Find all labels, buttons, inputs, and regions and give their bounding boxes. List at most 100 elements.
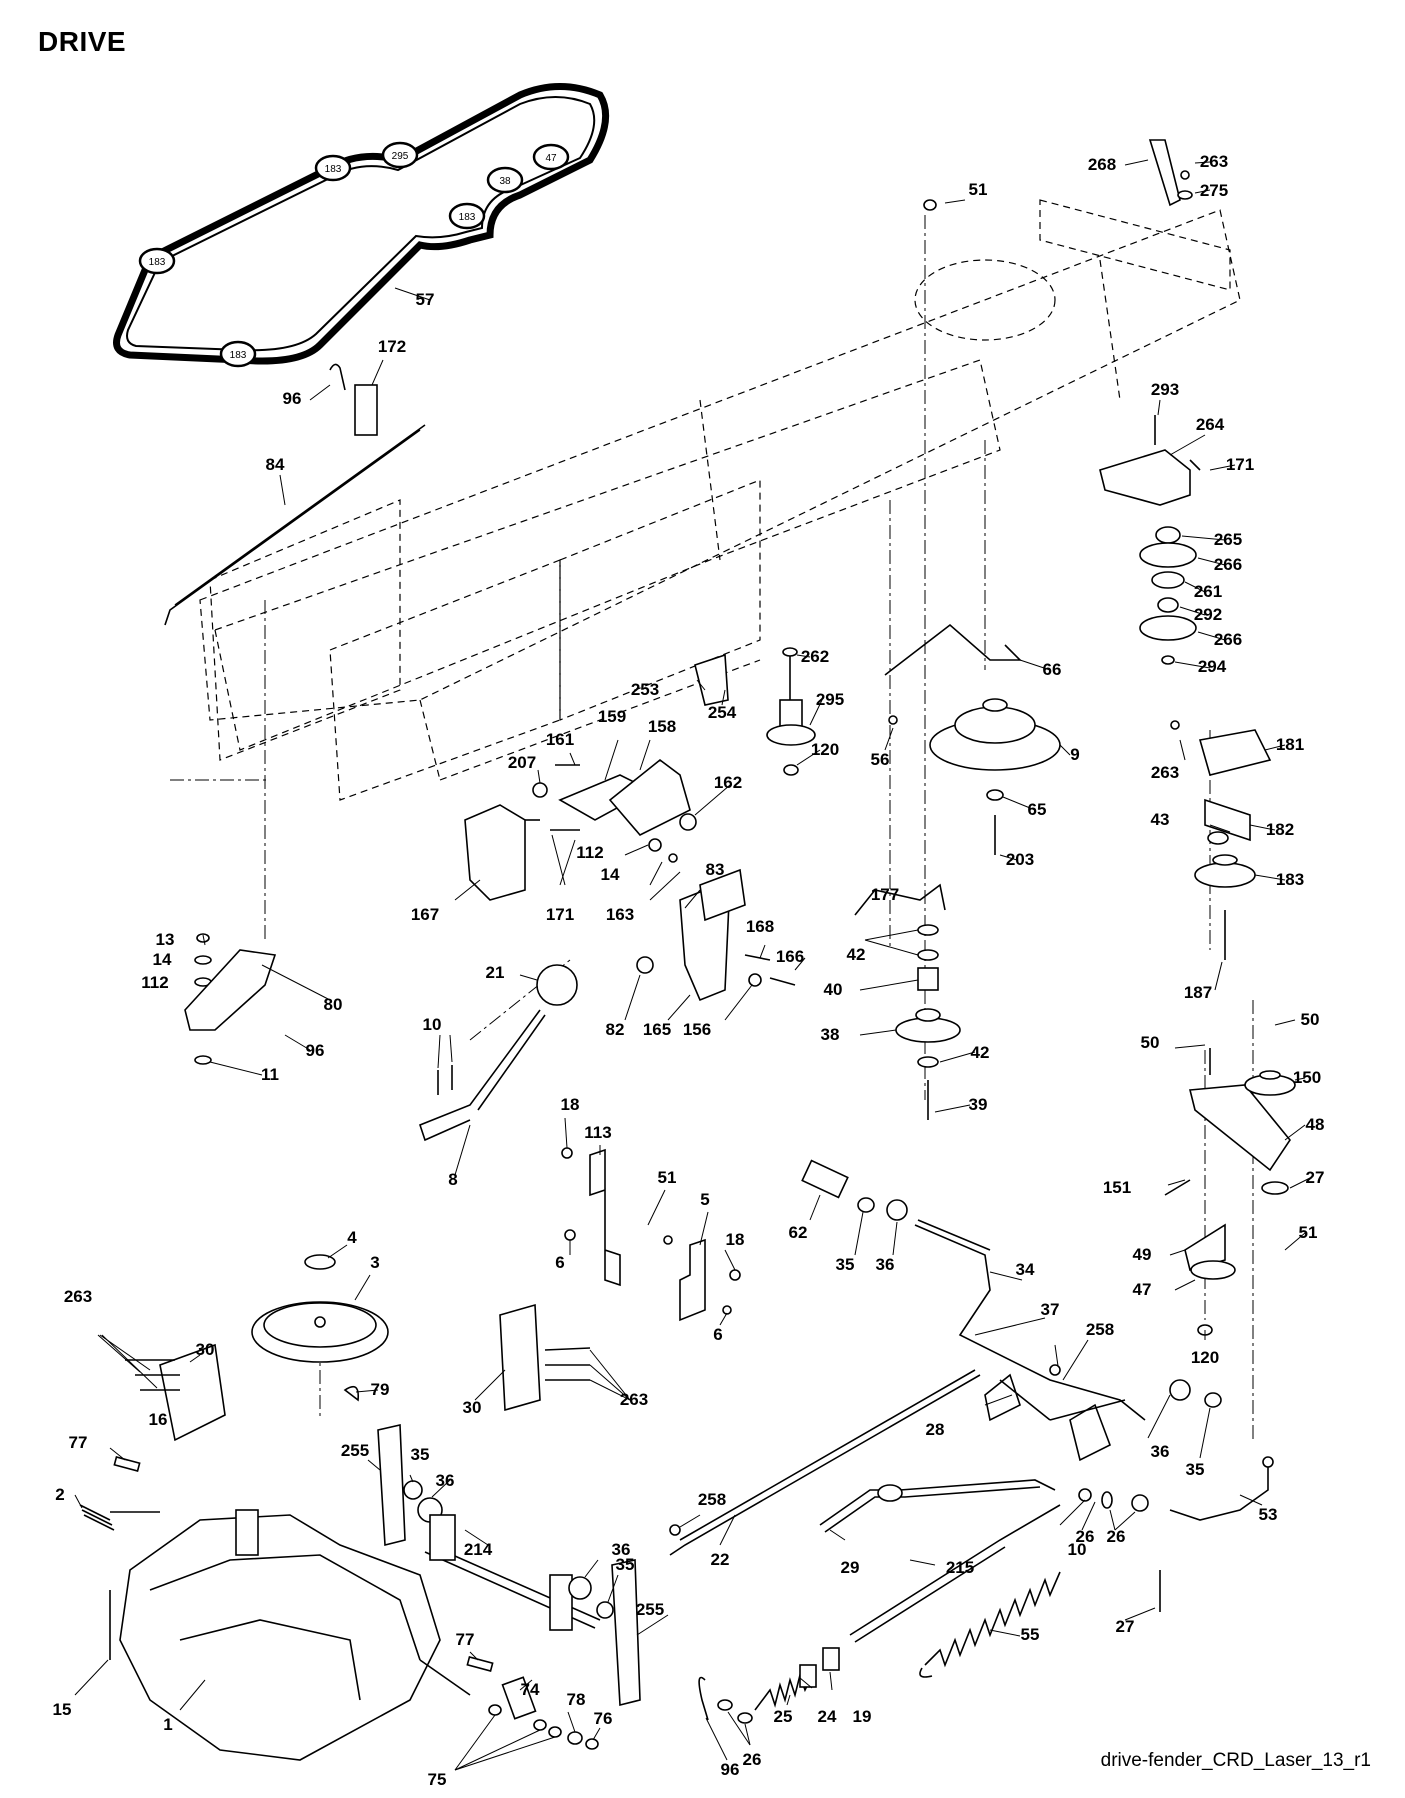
part-number-label: 35 xyxy=(411,1445,430,1464)
part-number-label: 258 xyxy=(1086,1320,1114,1339)
part-number-label: 37 xyxy=(1041,1300,1060,1319)
part-number-label: 258 xyxy=(698,1490,726,1509)
part-number-label: 51 xyxy=(1299,1223,1318,1242)
part-number-label: 162 xyxy=(714,773,742,792)
part-number-label: 78 xyxy=(567,1690,586,1709)
belt-pulley-label: 295 xyxy=(392,151,409,162)
part-number-label: 49 xyxy=(1133,1245,1152,1264)
part-number-label: 27 xyxy=(1116,1617,1135,1636)
part-number-label: 39 xyxy=(969,1095,988,1114)
part-number-label: 96 xyxy=(721,1760,740,1779)
part-number-label: 13 xyxy=(156,930,175,949)
part-number-label: 10 xyxy=(1068,1540,1087,1559)
part-number-label: 255 xyxy=(636,1600,664,1619)
part-number-label: 6 xyxy=(555,1253,564,1272)
part-number-label: 266 xyxy=(1214,630,1242,649)
part-number-label: 151 xyxy=(1103,1178,1131,1197)
part-number-label: 112 xyxy=(576,843,603,862)
part-number-label: 120 xyxy=(1191,1348,1219,1367)
belt-pulley xyxy=(448,202,486,230)
part-number-label: 51 xyxy=(969,180,988,199)
part-number-label: 18 xyxy=(726,1230,745,1249)
part-number-label: 8 xyxy=(448,1170,457,1189)
belt-pulley xyxy=(138,247,176,275)
part-number-label: 27 xyxy=(1306,1168,1325,1187)
part-number-label: 183 xyxy=(1276,870,1304,889)
part-number-label: 24 xyxy=(818,1707,837,1726)
part-number-label: 53 xyxy=(1259,1505,1278,1524)
part-number-label: 268 xyxy=(1088,155,1116,174)
part-number-label: 30 xyxy=(196,1340,215,1359)
part-number-label: 18 xyxy=(561,1095,580,1114)
part-number-label: 292 xyxy=(1194,605,1222,624)
part-number-label: 113 xyxy=(584,1123,611,1142)
page-title: DRIVE xyxy=(38,26,127,57)
part-number-label: 187 xyxy=(1184,983,1212,1002)
part-number-label: 36 xyxy=(612,1540,631,1559)
part-number-label: 43 xyxy=(1151,810,1170,829)
belt-pulley xyxy=(532,143,570,171)
part-number-label: 14 xyxy=(601,865,620,884)
part-number-label: 19 xyxy=(853,1707,872,1726)
part-number-label: 50 xyxy=(1141,1033,1160,1052)
part-number-label: 42 xyxy=(847,945,866,964)
part-number-label: 30 xyxy=(463,1398,482,1417)
drive-belt-57 xyxy=(113,83,610,365)
part-number-label: 79 xyxy=(371,1380,390,1399)
part-number-label: 254 xyxy=(708,703,737,722)
part-number-label: 9 xyxy=(1070,745,1079,764)
part-number-label: 11 xyxy=(261,1065,279,1084)
part-number-label: 16 xyxy=(149,1410,168,1429)
part-number-label: 263 xyxy=(1151,763,1179,782)
part-number-label: 22 xyxy=(711,1550,730,1569)
part-number-label: 293 xyxy=(1151,380,1179,399)
part-number-label: 14 xyxy=(153,950,172,969)
part-number-label: 266 xyxy=(1214,555,1242,574)
part-number-label: 263 xyxy=(620,1390,648,1409)
part-number-label: 165 xyxy=(643,1020,671,1039)
part-number-label: 77 xyxy=(69,1433,88,1452)
part-number-label: 26 xyxy=(743,1750,762,1769)
part-number-label: 172 xyxy=(378,337,406,356)
part-number-label: 35 xyxy=(1186,1460,1205,1479)
part-number-label: 74 xyxy=(521,1680,540,1699)
part-number-label: 253 xyxy=(631,680,659,699)
part-number-label: 26 xyxy=(1076,1527,1095,1546)
part-number-label: 77 xyxy=(456,1630,475,1649)
parts-shapes xyxy=(79,139,1296,1761)
belt-pulley-label: 183 xyxy=(325,164,342,175)
part-number-label: 80 xyxy=(324,995,343,1014)
part-number-label: 65 xyxy=(1028,800,1047,819)
part-number-label: 6 xyxy=(713,1325,722,1344)
part-number-label: 214 xyxy=(464,1540,493,1559)
part-number-label: 36 xyxy=(436,1471,455,1490)
part-number-label: 5 xyxy=(700,1190,709,1209)
part-number-label: 66 xyxy=(1043,660,1062,679)
part-number-label: 96 xyxy=(283,389,302,408)
belt-pulley xyxy=(381,141,419,169)
part-number-label: 261 xyxy=(1194,582,1222,601)
part-number-label: 38 xyxy=(821,1025,840,1044)
part-number-label: 2 xyxy=(55,1485,64,1504)
part-number-label: 56 xyxy=(871,750,890,769)
part-number-label: 29 xyxy=(841,1558,860,1577)
part-number-label: 4 xyxy=(347,1228,357,1247)
part-number-label: 264 xyxy=(1196,415,1225,434)
part-number-label: 35 xyxy=(616,1555,635,1574)
part-number-label: 265 xyxy=(1214,530,1242,549)
part-number-label: 42 xyxy=(971,1043,990,1062)
part-number-label: 15 xyxy=(53,1700,72,1719)
part-number-label: 36 xyxy=(876,1255,895,1274)
part-number-label: 40 xyxy=(824,980,843,999)
part-number-label: 76 xyxy=(594,1709,613,1728)
part-number-label: 294 xyxy=(1198,657,1227,676)
part-number-label: 3 xyxy=(370,1253,379,1272)
part-number-label: 263 xyxy=(64,1287,92,1306)
part-number-label: 159 xyxy=(598,707,626,726)
belt-pulley xyxy=(314,154,352,182)
part-number-label: 21 xyxy=(486,963,505,982)
part-number-label: 36 xyxy=(1151,1442,1170,1461)
part-number-label: 163 xyxy=(606,905,634,924)
part-number-label: 158 xyxy=(648,717,676,736)
